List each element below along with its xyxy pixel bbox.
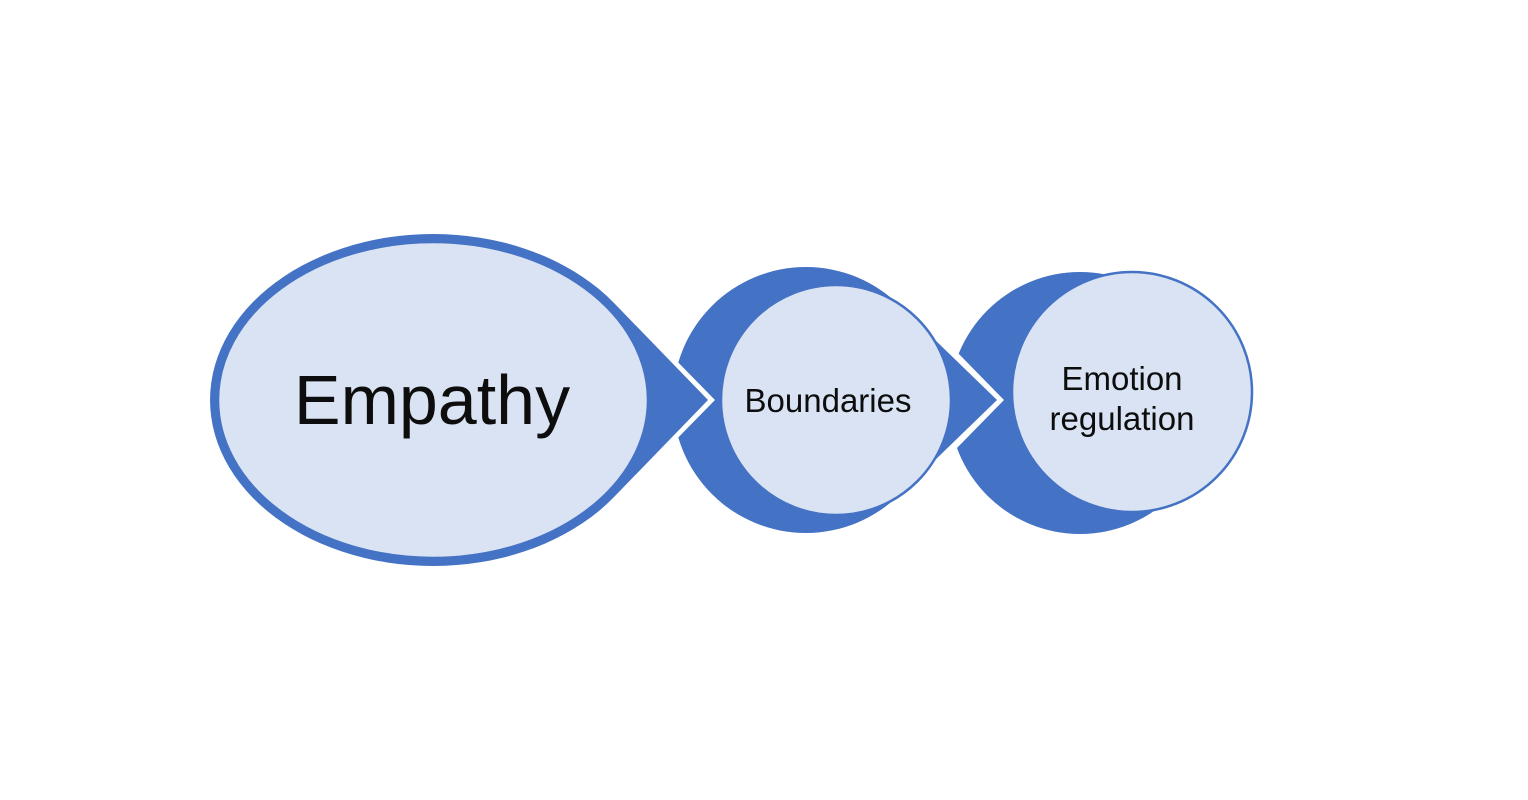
empathy-node-light-ellipse bbox=[216, 240, 650, 560]
empathy-label: Empathy bbox=[294, 361, 570, 439]
boundaries-node-light-circle bbox=[719, 283, 953, 517]
emotion-label-line1: Emotion bbox=[1061, 360, 1182, 397]
emotion-label-line2: regulation bbox=[1050, 400, 1195, 437]
boundaries-label: Boundaries bbox=[745, 382, 912, 419]
emotion-node-light-circle bbox=[1010, 270, 1254, 514]
